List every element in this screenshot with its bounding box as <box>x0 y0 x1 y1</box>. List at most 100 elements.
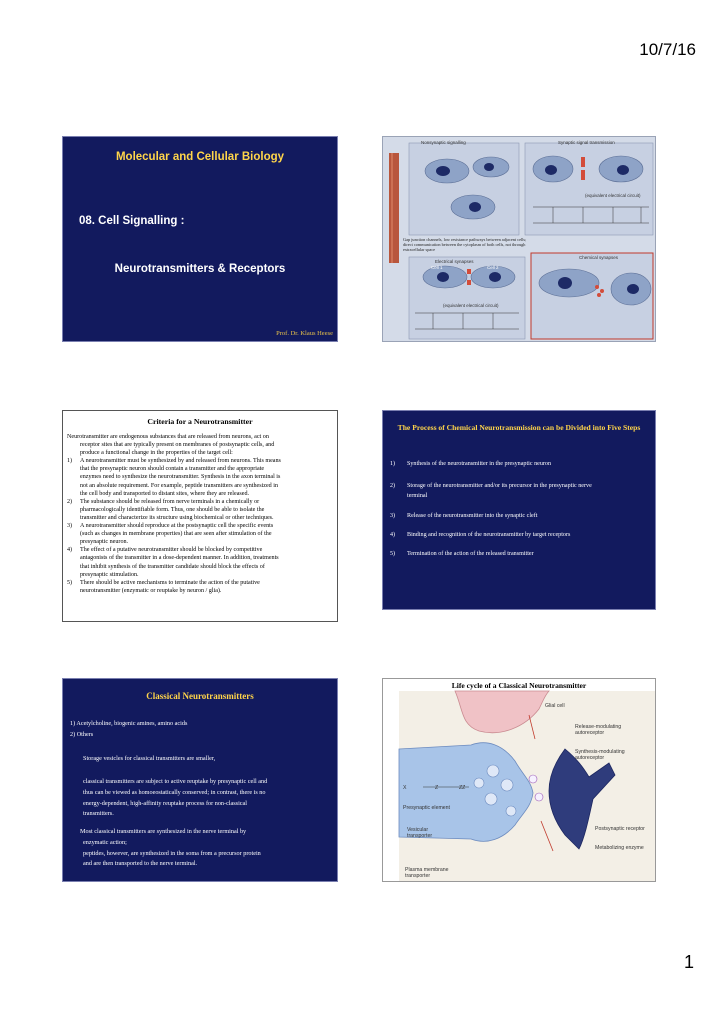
synapse-diagram <box>389 142 654 340</box>
vesicle <box>595 285 599 289</box>
label-glial-cell: Glial cell <box>545 703 565 709</box>
label-x: X <box>403 785 407 791</box>
list-item: 3) A neurotransmitter should reproduce a… <box>67 522 333 546</box>
nucleus <box>484 163 494 171</box>
slide-life-cycle: Life cycle of a Classical Neurotransmitt… <box>382 678 656 882</box>
item-line: terminal <box>407 493 428 499</box>
paragraph: Most classical transmitters are synthesi… <box>80 827 337 870</box>
item-line: transmitter and characterize its structu… <box>80 514 274 521</box>
paragraph: Storage vesicles for classical transmitt… <box>83 755 216 762</box>
item-line: The effect of a putative neurotransmitte… <box>80 547 263 554</box>
nucleus <box>436 166 450 176</box>
intro: Neurotransmitter are endogenous substanc… <box>67 433 333 457</box>
label-postsynaptic-receptor: Postsynaptic receptor <box>595 826 645 832</box>
label-equivalent-circuit: (equivalent electrical circuit) <box>585 193 641 198</box>
postsynaptic-element <box>548 748 616 850</box>
label-cell-1: Cell 1 <box>431 265 443 270</box>
vesicle <box>600 289 604 293</box>
label-release-autoreceptor: autoreceptor <box>575 730 604 736</box>
list-item: 4) Binding and recognition of the neurot… <box>390 530 651 540</box>
blood-vessel <box>389 153 399 263</box>
label-cell-2: Cell 2 <box>487 265 499 270</box>
item-line: antagonists of the transmitter in a dose… <box>80 555 279 562</box>
paragraph-line: Most classical transmitters are synthesi… <box>80 828 247 835</box>
arrow <box>540 820 554 852</box>
paragraph-line: enzymatic action; <box>83 838 127 846</box>
page-number: 1 <box>683 952 694 972</box>
intro-line: receptor sites that are typically presen… <box>80 442 275 449</box>
label-equivalent-circuit-2: (equivalent electrical circuit) <box>443 303 499 308</box>
criteria-list: 1) A neurotransmitter must be synthesize… <box>67 457 333 595</box>
arrow <box>528 714 536 740</box>
course-title: Molecular and Cellular Biology <box>115 151 285 163</box>
nucleus <box>545 165 557 175</box>
vesicle <box>484 792 498 806</box>
label-vesicular-transporter: transporter <box>407 833 432 839</box>
gap-junction <box>581 157 585 167</box>
paragraph-line: energy-dependent, high-affinity reuptake… <box>83 799 248 807</box>
label-metabolizing-enzyme: Metabolizing enzyme <box>595 845 644 851</box>
label-zz: ZZ <box>459 785 465 791</box>
life-cycle-diagram: Glial cell Release-modulating autorecept… <box>398 690 655 881</box>
list-item: 1) A neurotransmitter must be synthesize… <box>67 457 333 497</box>
paragraph-line: thus can be viewed as homoeostatically c… <box>83 788 266 796</box>
item-number: 3) <box>390 513 396 519</box>
item-line: Storage of the neurotransmitter and/or i… <box>407 483 592 489</box>
slide-criteria: Criteria for a Neurotransmitter Neurotra… <box>62 410 338 622</box>
slide-synapse-figure: Nonsynaptic signalling Synaptic signal t… <box>382 136 656 342</box>
label-synthesis-modulating: Synthesis-modulating <box>575 749 625 755</box>
paragraph-line: classical transmitters are subject to ac… <box>83 778 268 785</box>
item-line: Binding and recognition of the neurotran… <box>407 532 571 538</box>
item-number: 1) <box>67 458 73 465</box>
item-line: that the presynaptic neuron should conta… <box>80 466 265 473</box>
transmitter-dot <box>528 774 538 784</box>
slide-five-steps: The Process of Chemical Neurotransmissio… <box>382 410 656 610</box>
circuit <box>533 206 649 224</box>
item-line: enzymes need to synthesize the neurotran… <box>80 474 281 481</box>
vesicle <box>500 778 514 792</box>
transmitter-dot <box>534 792 544 802</box>
label-plasma-transporter: transporter <box>405 873 430 879</box>
label-synaptic: Synaptic signal transmission <box>558 140 615 145</box>
gap-junction <box>581 170 585 180</box>
panel-a <box>408 142 520 236</box>
panel-b <box>524 142 654 236</box>
item-number: 5) <box>390 551 396 557</box>
vesicle <box>597 293 601 297</box>
list-item: 4) The effect of a putative neurotransmi… <box>67 546 333 578</box>
glial-cell <box>454 690 550 734</box>
presynaptic-element <box>398 742 534 842</box>
list-item: 1) Acetylcholine, biogenic amines, amino… <box>70 720 188 727</box>
label-electrical-synapses: Electrical synapses <box>435 259 474 264</box>
item-line: presynaptic stimulation. <box>80 571 139 578</box>
item-number: 2) <box>67 498 73 505</box>
item-number: 5) <box>67 579 73 586</box>
item-line: presynaptic neuron. <box>80 539 129 546</box>
intro-line: Neurotransmitter are endogenous substanc… <box>67 434 269 440</box>
list-item: 5) There should be active mechanisms to … <box>67 579 333 595</box>
item-line: A neurotransmitter should reproduce at t… <box>80 523 274 530</box>
nucleus <box>469 202 481 212</box>
gap-junction <box>467 280 471 285</box>
label-chemical-synapses: Chemical synapses <box>579 255 619 260</box>
list-item: 3) Release of the neurotransmitter into … <box>390 511 651 521</box>
label-z: Z <box>435 785 438 791</box>
nucleus <box>627 284 639 294</box>
slide-title: Life cycle of a Classical Neurotransmitt… <box>451 681 587 690</box>
item-line: the cell body and transported to distant… <box>80 490 250 497</box>
slide-title: Molecular and Cellular Biology 08. Cell … <box>62 136 338 342</box>
chapter-title: 08. Cell Signalling : <box>79 215 185 227</box>
gap-junction <box>467 269 471 274</box>
slide-title: The Process of Chemical Neurotransmissio… <box>397 423 641 432</box>
item-line: neurotransmitter (enzymatic or reuptake … <box>80 587 222 594</box>
author-name: Prof. Dr. Klaus Heese <box>276 330 333 337</box>
nucleus <box>437 272 449 282</box>
list-item: 5) Termination of the action of the rele… <box>390 549 651 559</box>
gap-junction-caption: Gap junction channels, low resistance pa… <box>403 237 527 252</box>
nucleus <box>558 277 572 289</box>
item-line: not an absolute requirement. For example… <box>80 482 278 489</box>
label-plasma-membrane: Plasma membrane <box>405 867 449 873</box>
item-number: 1) <box>390 461 396 467</box>
item-number: 4) <box>67 547 73 554</box>
paragraph-line: and are then transported to the nerve te… <box>83 860 198 868</box>
